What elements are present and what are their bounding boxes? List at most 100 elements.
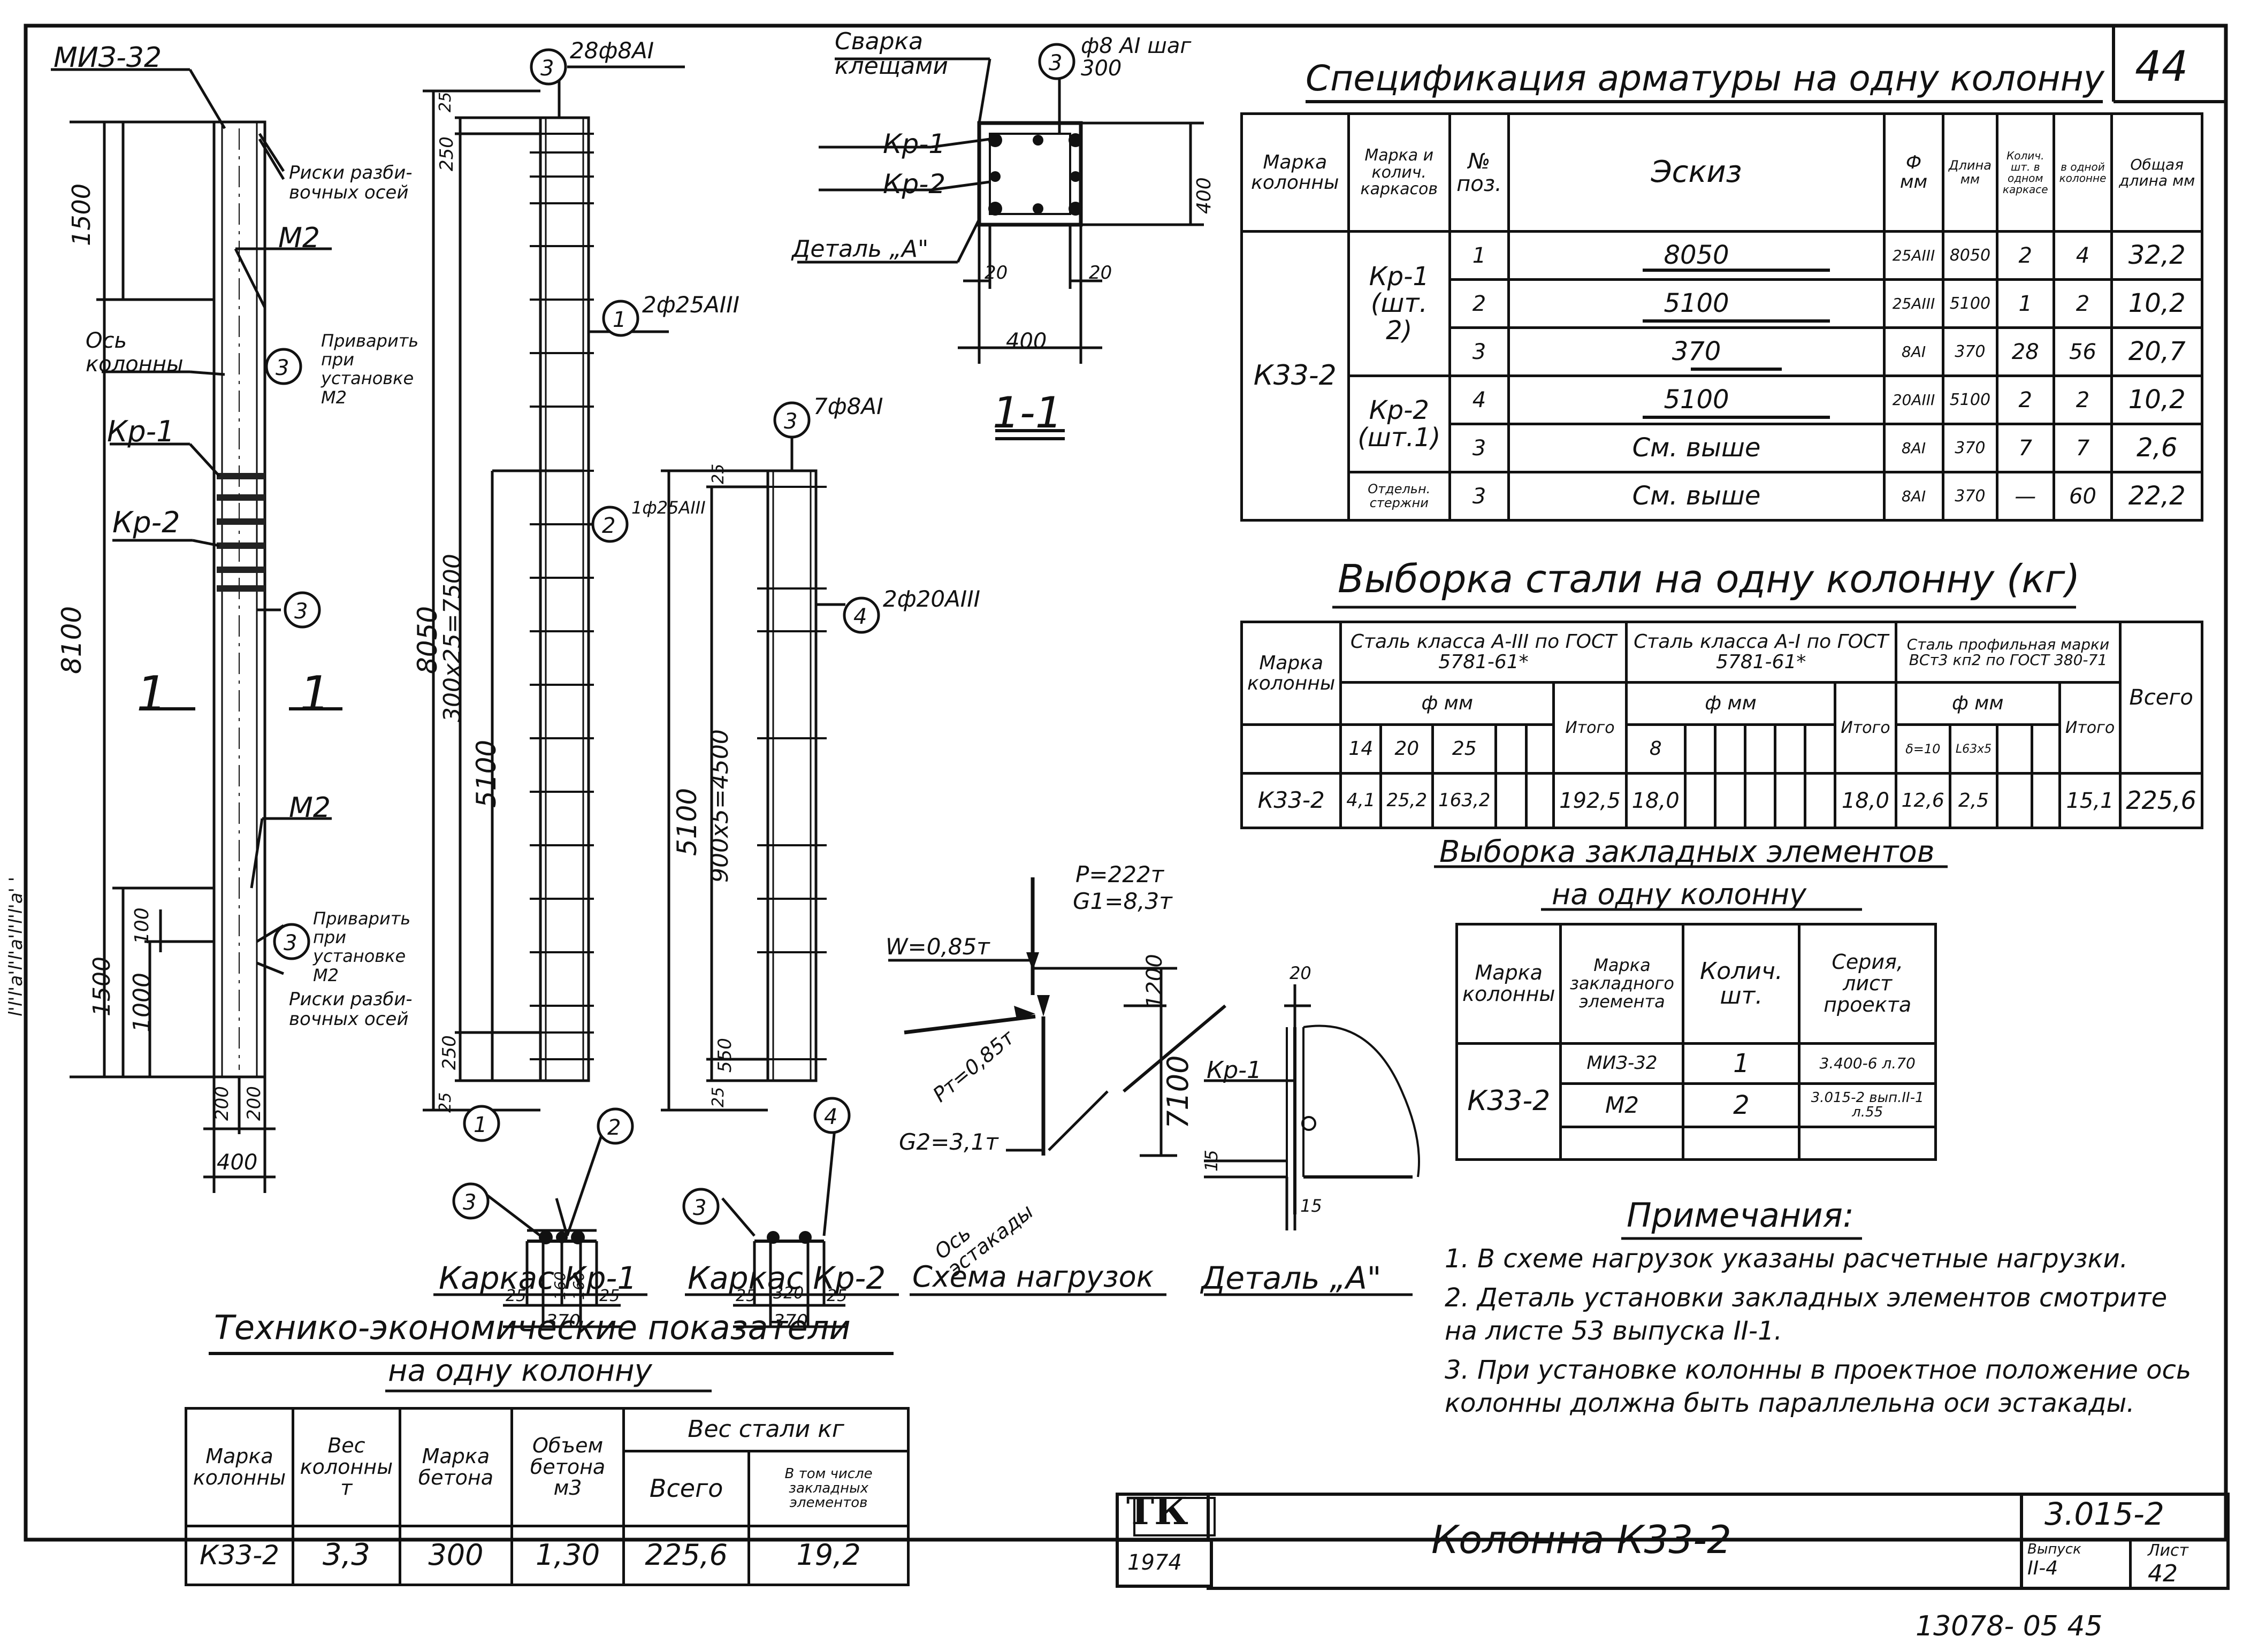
dim-25-bottom-kr2: 25 xyxy=(709,1087,728,1107)
spec-pos-4: 4 xyxy=(1448,374,1510,425)
spec-header-percage: Колич. шт. в одном каркасе xyxy=(1995,112,2055,233)
steel-header-prof: Сталь профильная марки ВСт3 кп2 по ГОСТ … xyxy=(1894,620,2122,684)
spec-percage-3: 28 xyxy=(1995,326,2055,377)
label-weld-bottom: Приварить при установке М2 xyxy=(313,908,411,985)
steel-prof-total: 15,1 xyxy=(2058,772,2122,829)
spec-header-len: Длина мм xyxy=(1941,112,1998,233)
dim-250-top: 250 xyxy=(436,136,457,171)
spec-dia-3: 8АI xyxy=(1883,326,1944,377)
bubble-3-weld-bottom: 3 xyxy=(284,931,297,955)
tech-header-concrete: Марка бетона xyxy=(398,1407,513,1527)
steel-a3-20: 25,2 xyxy=(1379,772,1435,829)
bubble-1-kr1: 1 xyxy=(613,308,627,332)
spec-percage-6: — xyxy=(1995,471,2055,522)
spec-sketch-4: 5100 xyxy=(1507,374,1886,425)
spec-header-total: Общая длина мм xyxy=(2110,112,2203,233)
label-load-g1: G1=8,3т xyxy=(1073,888,1172,914)
dim-370-kr2: 370 xyxy=(773,1311,808,1332)
spec-group-kr2: Кр-2 (шт.1) xyxy=(1347,374,1452,473)
steel-header-total-a3: Итого xyxy=(1552,681,1628,775)
tech-header-steel: Вес стали кг xyxy=(622,1407,910,1452)
steel-dia-a3-empty2 xyxy=(1524,723,1555,775)
label-kr2-section: Кр-2 xyxy=(883,169,946,200)
spec-header-dia: Ф мм xyxy=(1883,112,1944,233)
spec-total-5: 2,6 xyxy=(2110,423,2203,473)
spec-sketch-5: См. выше xyxy=(1507,423,1886,473)
dim-1500-top: 1500 xyxy=(67,183,96,246)
tech-row-weight: 3,3 xyxy=(291,1525,401,1586)
steel-a1-total: 18,0 xyxy=(1834,772,1897,829)
section-mark-left: 1 xyxy=(136,666,167,722)
bubble-4-kr2: 4 xyxy=(853,605,867,629)
label-risks-bottom: Риски разби-вочных осей xyxy=(289,989,413,1030)
steel-a1-e2 xyxy=(1713,772,1746,829)
tech-header-weight: Вес колонны т xyxy=(291,1407,401,1527)
dim-20-left: 20 xyxy=(985,262,1008,284)
spec-table: Марка колонны Марка и колич. каркасов № … xyxy=(1240,112,2203,522)
spec-percage-5: 7 xyxy=(1995,423,2055,473)
label-risks-top: Риски разби-вочных осей xyxy=(289,162,413,204)
dim-25-top-kr1: 25 xyxy=(436,91,455,112)
spec-total-1: 32,2 xyxy=(2110,230,2203,281)
steel-a3-total: 192,5 xyxy=(1552,772,1628,829)
spec-header-sketch: Эскиз xyxy=(1507,112,1886,233)
dim-25-kr2-right: 25 xyxy=(827,1287,848,1305)
spec-pos-1: 1 xyxy=(1448,230,1510,281)
stamp-sheet-label: Лист xyxy=(2148,1541,2189,1560)
steel-dia-a3-20: 20 xyxy=(1379,723,1435,775)
bubble-3-weld-top: 3 xyxy=(276,356,289,380)
logo-tk: ТК xyxy=(1126,1489,1188,1533)
spec-dia-4: 20АIII xyxy=(1883,374,1944,425)
section-mark-right: 1 xyxy=(300,666,331,722)
spec-col-mark: К33-2 xyxy=(1240,230,1350,522)
spec-dia-6: 8АI xyxy=(1883,471,1944,522)
dim-15-side: 15 xyxy=(1201,1150,1222,1172)
steel-dia-prof-1: δ=10 xyxy=(1894,723,1951,775)
label-weld-top: Приварить при установке М2 xyxy=(321,331,419,408)
dim-5100-kr2: 5100 xyxy=(672,787,703,856)
spec-percol-1: 4 xyxy=(2052,230,2114,281)
dim-400-vertical: 400 xyxy=(1193,177,1215,214)
spec-pos-2: 2 xyxy=(1448,278,1510,329)
steel-a3-25: 163,2 xyxy=(1431,772,1498,829)
embed-empty-2 xyxy=(1682,1126,1801,1161)
spec-percage-1: 2 xyxy=(1995,230,2055,281)
spec-sketch-1: 8050 xyxy=(1507,230,1886,281)
steel-prof-1: 12,6 xyxy=(1894,772,1951,829)
note-1: 1. В схеме нагрузок указаны расчетные на… xyxy=(1445,1244,2128,1274)
dim-20-right: 20 xyxy=(1089,262,1112,284)
bubble-2-kr1: 2 xyxy=(602,514,616,538)
tech-subtitle: на одну колонну xyxy=(388,1353,652,1388)
bubble-3-kr2: 3 xyxy=(784,409,798,434)
spec-dia-1: 25АIII xyxy=(1883,230,1944,281)
bubble-3-elev: 3 xyxy=(294,599,308,624)
spec-sketch-2: 5100 xyxy=(1507,278,1886,329)
steel-header-mark: Марка колонны xyxy=(1240,620,1342,726)
title-detail-a: Деталь „А" xyxy=(1201,1260,1382,1296)
spec-header-percol: в одной колонне xyxy=(2052,112,2114,233)
dim-1200: 1200 xyxy=(1142,954,1167,1008)
dim-320: 320 xyxy=(773,1284,804,1303)
steel-header-dia-a3: ф мм xyxy=(1339,681,1555,726)
stamp-issue: II-4 xyxy=(2027,1557,2058,1579)
embed-mark: К33-2 xyxy=(1455,1042,1562,1161)
title-block-code-cell: 3.015-2 Выпуск II-4 Лист 42 xyxy=(2020,1493,2230,1590)
spec-total-6: 22,2 xyxy=(2110,471,2203,522)
tech-title: Технико-экономические показатели xyxy=(214,1308,851,1347)
bubble-1-sec: 1 xyxy=(474,1113,487,1137)
spec-percol-4: 2 xyxy=(2052,374,2114,425)
steel-dia-a1-empty4 xyxy=(1774,723,1807,775)
steel-a1-e3 xyxy=(1743,772,1777,829)
embed-qty-1: 1 xyxy=(1682,1042,1801,1085)
spec-group-separate: Отдельн. стержни xyxy=(1347,471,1452,522)
embed-title: Выборка закладных элементов xyxy=(1439,835,1935,869)
dim-25-sec-right: 25 xyxy=(599,1287,620,1305)
embed-element-2: М2 xyxy=(1559,1082,1685,1129)
steel-a3-e2 xyxy=(1524,772,1555,829)
spec-len-6: 370 xyxy=(1941,471,1998,522)
label-1f25: 1ф25АIII xyxy=(631,498,706,518)
title-block-year-cell: 1974 xyxy=(1116,1540,1213,1588)
spec-len-5: 370 xyxy=(1941,423,1998,473)
bottom-code: 13078- 05 45 xyxy=(1916,1610,2103,1642)
